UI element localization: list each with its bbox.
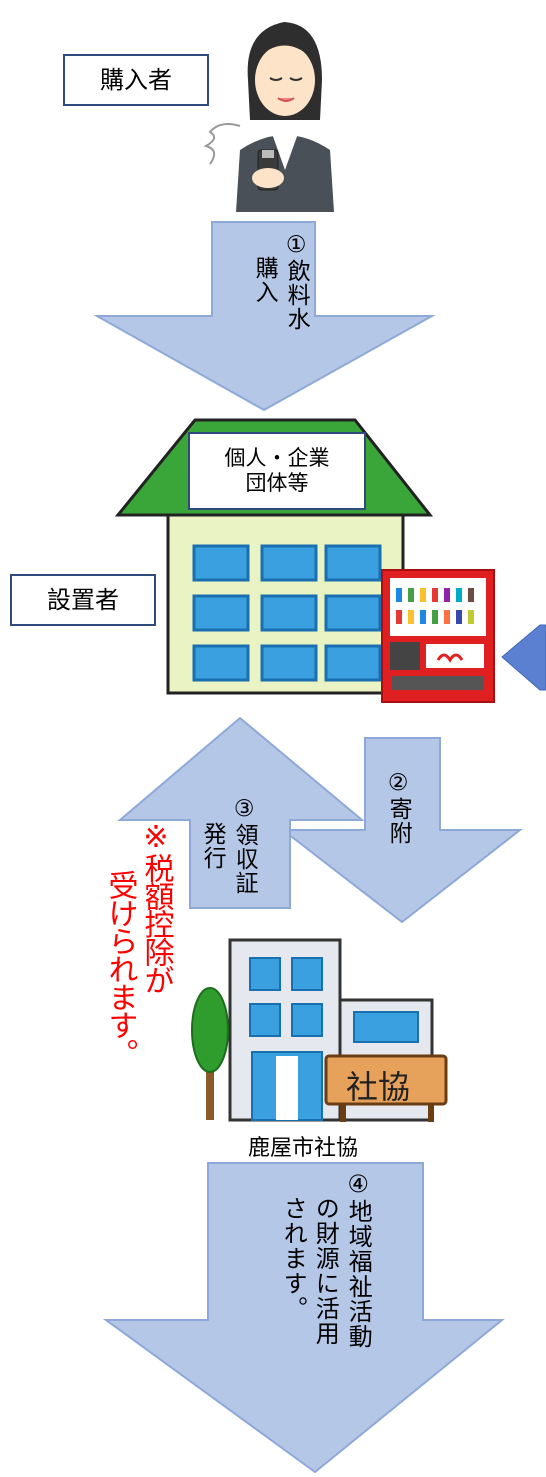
tax-note-col2: 受けられます。 xyxy=(102,870,138,1066)
step4-text-col1: ④地域福祉活動 xyxy=(344,1170,373,1349)
step1-side-text: 購入 xyxy=(251,256,278,304)
vending-machine-illustration xyxy=(381,569,495,703)
installer-label: 設置者 xyxy=(47,586,119,614)
arrow-donation xyxy=(280,737,523,924)
arrow-receipt xyxy=(117,716,365,909)
roof-label-line1: 個人・企業 xyxy=(224,445,330,470)
step3-side-text: 発行 xyxy=(199,822,226,870)
step4-text-col3: されます。 xyxy=(279,1196,308,1321)
purchaser-label-box: 購入者 xyxy=(63,54,209,106)
purchaser-person-illustration xyxy=(203,22,334,212)
arrow-purchase xyxy=(93,221,436,412)
council-caption: 鹿屋市社協 xyxy=(248,1136,359,1161)
step3-main-text: ③領収証 xyxy=(231,796,258,895)
council-building-illustration xyxy=(191,938,448,1122)
purchaser-label: 購入者 xyxy=(100,66,172,94)
step2-text: ②寄附 xyxy=(385,770,412,845)
roof-label-line2: 団体等 xyxy=(245,471,309,495)
step4-text-col2: の財源に活用 xyxy=(311,1196,340,1346)
roof-label-box: 個人・企業 団体等 xyxy=(188,432,366,510)
step1-main-text: ①飲料水 xyxy=(283,232,310,331)
arrow-funding xyxy=(102,1162,505,1474)
council-sign-text: 社協 xyxy=(346,1068,411,1106)
arrow-partial-right xyxy=(501,624,546,691)
tax-note-col1: ※税額控除が xyxy=(138,820,174,993)
installer-label-box: 設置者 xyxy=(10,574,156,626)
